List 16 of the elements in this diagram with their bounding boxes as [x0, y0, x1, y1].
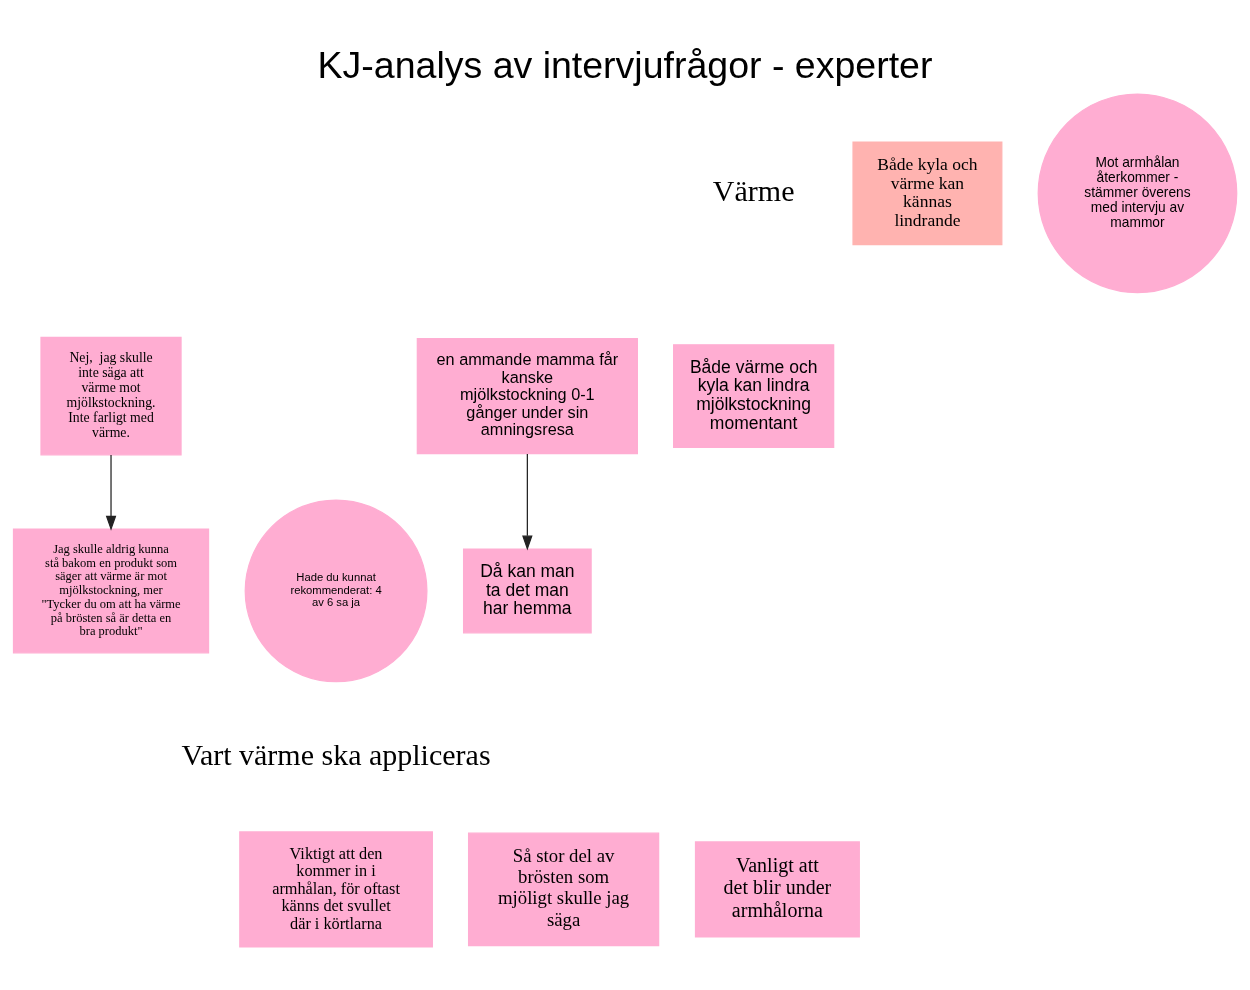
- node-circle: Mot armhålan återkommer - stämmer överens med intervju av mammor: [1037, 93, 1238, 294]
- node-box: Så stor del av brösten som mjöligt skulle jag säga: [467, 832, 660, 947]
- arrow: [522, 453, 533, 551]
- diagram-title: KJ-analys av intervjufrågor - experter: [317, 44, 933, 87]
- label: Vart värme ska appliceras: [181, 737, 491, 771]
- node-box: Både värme och kyla kan lindra mjölkstockning momentant: [673, 344, 835, 448]
- label: Värme: [712, 174, 795, 208]
- node-box: Viktigt att den kommer in i armhålan, för oftast känns det svullet där i körtlarna: [239, 831, 433, 948]
- node-circle: Hade du kunnat rekommenderat: 4 av 6 sa ja: [244, 499, 428, 683]
- node-box: Nej, jag skulle inte säga att värme mot mjölkstockning. Inte farligt med värme.: [40, 336, 182, 456]
- node-box: Vanligt att det blir under armhålorna: [694, 841, 860, 938]
- arrow: [105, 454, 117, 531]
- node-box: Både kyla och värme kan kännas lindrande: [852, 141, 1003, 246]
- node-box: en ammande mamma får kanske mjölkstockning 0-1 gånger under sin amningsresa: [416, 337, 638, 455]
- node-box: Jag skulle aldrig kunna stå bakom en produkt som säger att värme är mot mjölkstockning, mer "Tycker du om att ha värme på brösten så är detta en bra produkt": [12, 528, 210, 654]
- node-box: Då kan man ta det man har hemma: [462, 548, 592, 634]
